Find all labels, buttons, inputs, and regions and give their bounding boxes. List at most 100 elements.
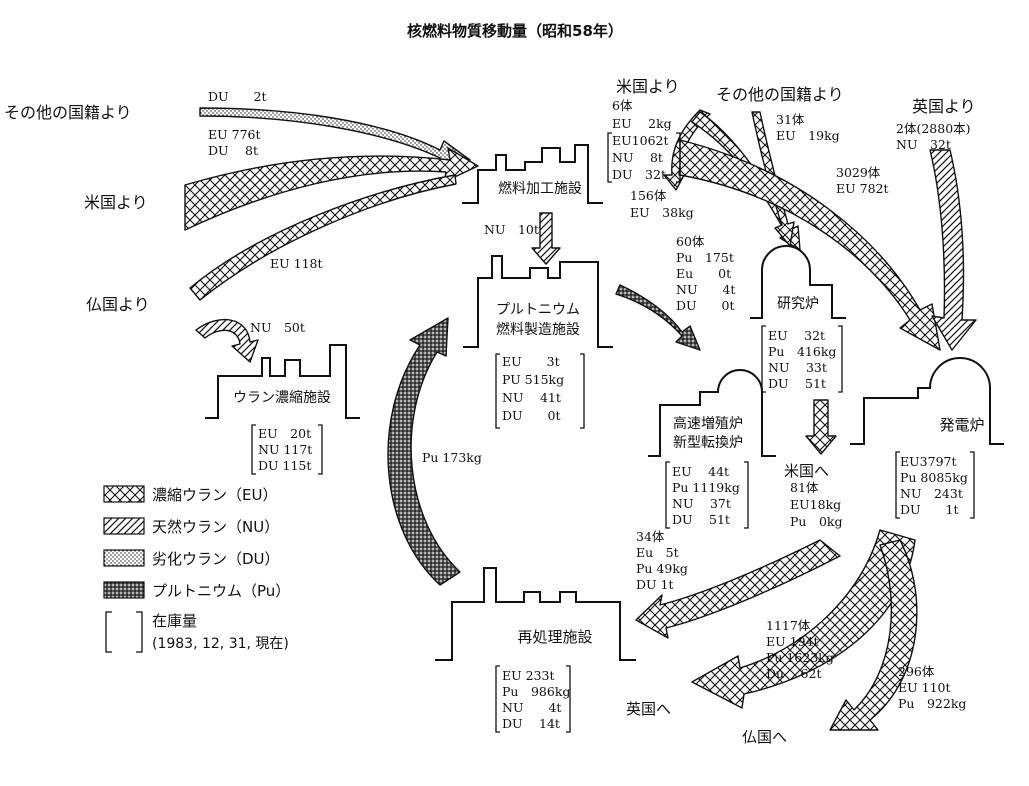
flow-to-fr-count: 296体 [898, 664, 935, 679]
flow-to-uk-pu: Pu 1623kg [766, 650, 834, 665]
legend-swatch-eu [103, 485, 145, 503]
flow-pu-fbr-nu: NU 4t [676, 282, 735, 297]
inv-enrich-0: EU 20t [258, 426, 311, 441]
fuel-fab-label: 燃料加工施設 [498, 180, 582, 197]
source-us-left: 米国より [84, 193, 148, 212]
flow-us-du: DU 8t [208, 143, 258, 158]
enrich-label: ウラン濃縮施設 [233, 390, 331, 406]
arrow-fr-eu [189, 174, 457, 301]
flow-to-us-pu: Pu 0kg [790, 514, 843, 529]
flow-power-eu: EU 782t [836, 181, 889, 196]
inv-reproc-0: EU 233t [502, 668, 555, 683]
fbr-label-1: 高速増殖炉 [673, 415, 743, 432]
flow-us-top-nu: NU 8t [612, 150, 663, 165]
legend-label-du: 劣化ウラン（DU） [152, 550, 280, 568]
arrow-fr-nu [195, 318, 259, 363]
flow-other-du: DU 2t [208, 89, 267, 104]
inv-fbr-3: DU 51t [672, 512, 730, 527]
legend-label-stock-1: 在庫量 [152, 612, 197, 630]
arrow-us-top-power [679, 139, 941, 351]
inventory-reproc: EU 233t Pu 986kg NU 4t DU 14t [495, 665, 571, 733]
legend-swatch-pu [103, 581, 145, 599]
flow-other-top-count: 31体 [776, 112, 805, 127]
pu-fab-label-1: プルトニウム [496, 302, 580, 318]
inv-power-1: Pu 8085kg [900, 470, 968, 485]
inv-power-0: EU3797t [900, 454, 957, 469]
flow-to-uk-eu: EU 194t [766, 634, 819, 649]
facility-reproc: 再処理施設 [435, 567, 636, 661]
flow-fr-eu: EU 118t [270, 256, 323, 271]
dest-us: 米国へ [784, 462, 829, 480]
inv-pu-fab-2: NU 41t [502, 390, 561, 405]
dest-uk: 英国へ [626, 700, 671, 718]
legend-swatch-du [103, 549, 145, 567]
inv-research-1: Pu 416kg [768, 344, 836, 359]
inventory-research: EU 32t Pu 416kg NU 33t DU 51t [761, 325, 843, 393]
flow-to-fr-pu: Pu 922kg [898, 696, 966, 711]
flow-to-us-count: 81体 [790, 480, 819, 495]
flow-to-uk-du: Du 62t [766, 666, 821, 681]
facility-power: 発電炉 [850, 357, 1004, 445]
flow-to-us-eu: EU18kg [790, 497, 841, 512]
flow-fr-nu: NU 50t [250, 320, 305, 335]
us-top-bracket-left [607, 132, 612, 183]
source-other-left: その他の国籍より [4, 103, 132, 122]
arrow-power-fr [829, 539, 918, 731]
flow-pu-fbr-pu: Pu 175t [676, 250, 734, 265]
inv-reproc-1: Pu 986kg [502, 684, 570, 699]
inv-reproc-3: DU 14t [502, 716, 560, 731]
arrow-fbr-reproc [635, 539, 841, 639]
legend-label-pu: プルトニウム（Pu） [152, 582, 290, 600]
arrow-uk-power [929, 149, 977, 351]
inv-research-0: EU 32t [768, 328, 825, 343]
flow-to-uk-count: 1117体 [766, 618, 811, 633]
arrow-research-us [805, 399, 837, 455]
dest-fr: 仏国へ [742, 728, 787, 746]
flow-rec-pu: Pu 173kg [422, 450, 482, 465]
flow-us-top-fuel-eu: EU 38kg [630, 205, 694, 220]
flow-to-fr-eu: EU 110t [898, 680, 951, 695]
page-title: 核燃料物質移動量（昭和58年） [407, 22, 623, 40]
source-other-top: その他の国籍より [716, 85, 844, 104]
power-label: 発電炉 [939, 416, 984, 434]
inv-fbr-1: Pu 1119kg [672, 480, 740, 495]
flow-uk-count: 2体(2880本) [896, 121, 971, 136]
us-top-bracket-right [676, 132, 681, 183]
flow-pu-fbr-du: DU 0t [676, 298, 735, 313]
inventory-enrich: EU 20t NU 117t DU 115t [251, 424, 323, 475]
facility-fuel-fab: 燃料加工施設 [462, 144, 603, 204]
flow-fbr-reproc-pu: Pu 49kg [636, 561, 688, 576]
reproc-label: 再処理施設 [517, 628, 592, 646]
arrow-reproc-pu [387, 317, 461, 586]
source-fr-left: 仏国より [86, 295, 150, 314]
legend-label-eu: 濃縮ウラン（EU） [152, 486, 277, 504]
inv-power-3: DU 1t [900, 502, 959, 517]
arrow-pu-fbr [615, 284, 701, 351]
flow-fab-nu: NU 10t [484, 222, 539, 237]
inv-power-2: NU 243t [900, 486, 963, 501]
legend-swatch-stock [105, 611, 143, 653]
fbr-label-2: 新型転換炉 [673, 435, 743, 451]
inv-enrich-1: NU 117t [258, 442, 312, 457]
flow-us-top-count: 6体 [612, 98, 633, 113]
flow-fbr-reproc-count: 34体 [636, 529, 665, 544]
flow-fbr-reproc-du: DU 1t [636, 577, 674, 592]
flow-us-top-du: DU 32t [612, 167, 666, 182]
inv-enrich-2: DU 115t [258, 458, 311, 473]
inventory-power: EU3797t Pu 8085kg NU 243t DU 1t [895, 451, 975, 519]
flow-us-top-fuel: 156体 [630, 188, 667, 203]
source-us-top: 米国より [616, 77, 680, 96]
facility-pu-fab: プルトニウム 燃料製造施設 [463, 255, 613, 348]
pu-fab-label-2: 燃料製造施設 [496, 321, 580, 338]
flow-other-top-eu: EU 19kg [776, 128, 840, 143]
facility-enrich: ウラン濃縮施設 [205, 344, 360, 419]
research-label: 研究炉 [777, 296, 819, 312]
arrow-us-eu [184, 147, 479, 231]
inv-reproc-2: NU 4t [502, 700, 561, 715]
inv-research-3: DU 51t [768, 376, 826, 391]
flow-uk-nu: NU 32t [896, 137, 951, 152]
flow-fbr-reproc-eu: Eu 5t [636, 545, 679, 560]
inv-fbr-2: NU 37t [672, 496, 731, 511]
legend-label-stock-2: (1983, 12, 31, 現在) [152, 636, 289, 652]
